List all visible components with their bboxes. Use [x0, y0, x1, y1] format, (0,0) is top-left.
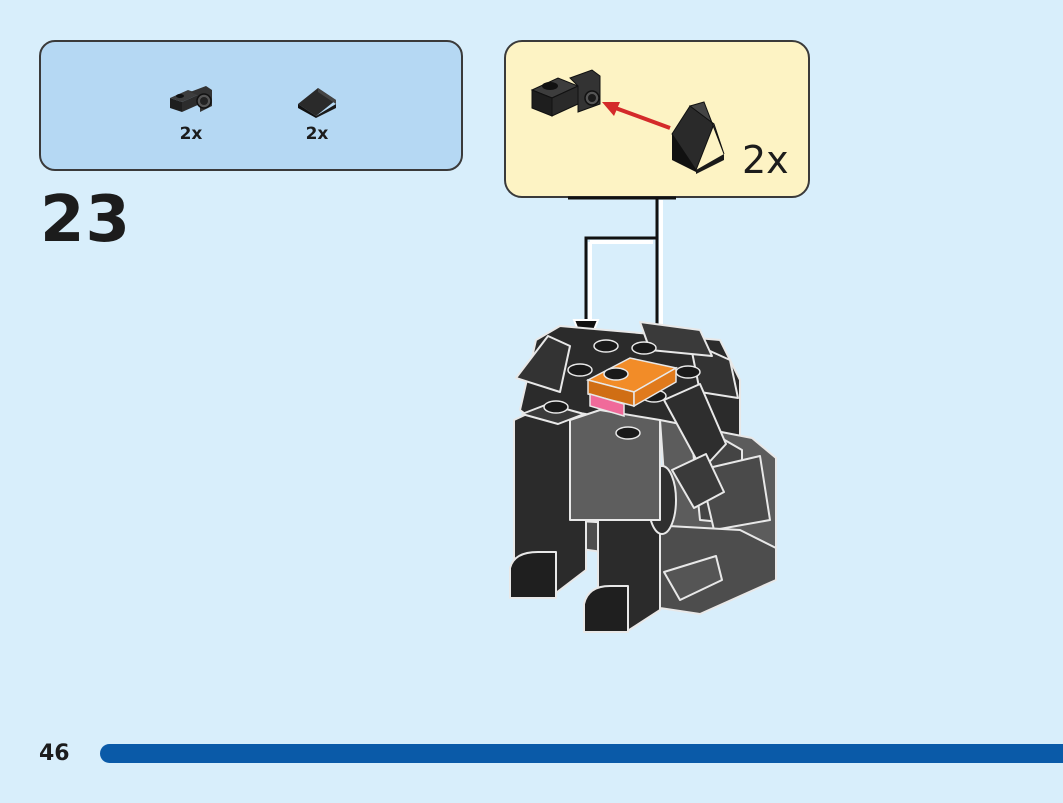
subassembly-illustration [530, 69, 725, 174]
parts-list-box: 2x 2x [39, 40, 463, 171]
bracket-plate-icon [170, 86, 212, 112]
progress-bar [100, 744, 1063, 763]
parts-list-item: 2x [161, 82, 221, 144]
part-quantity: 2x [179, 124, 203, 144]
assembly-arrow-icon [602, 102, 671, 130]
bracket-plate-icon [530, 69, 601, 117]
part-quantity: 2x [305, 124, 329, 144]
callout-quantity: 2x [742, 138, 789, 182]
step-number: 23 [40, 183, 132, 257]
parts-list-item: 2x [287, 82, 347, 144]
slope-brick-icon [671, 101, 725, 174]
slope-brick-icon [298, 88, 336, 118]
callout-box: 2x [504, 40, 810, 198]
page-number: 46 [39, 741, 70, 766]
